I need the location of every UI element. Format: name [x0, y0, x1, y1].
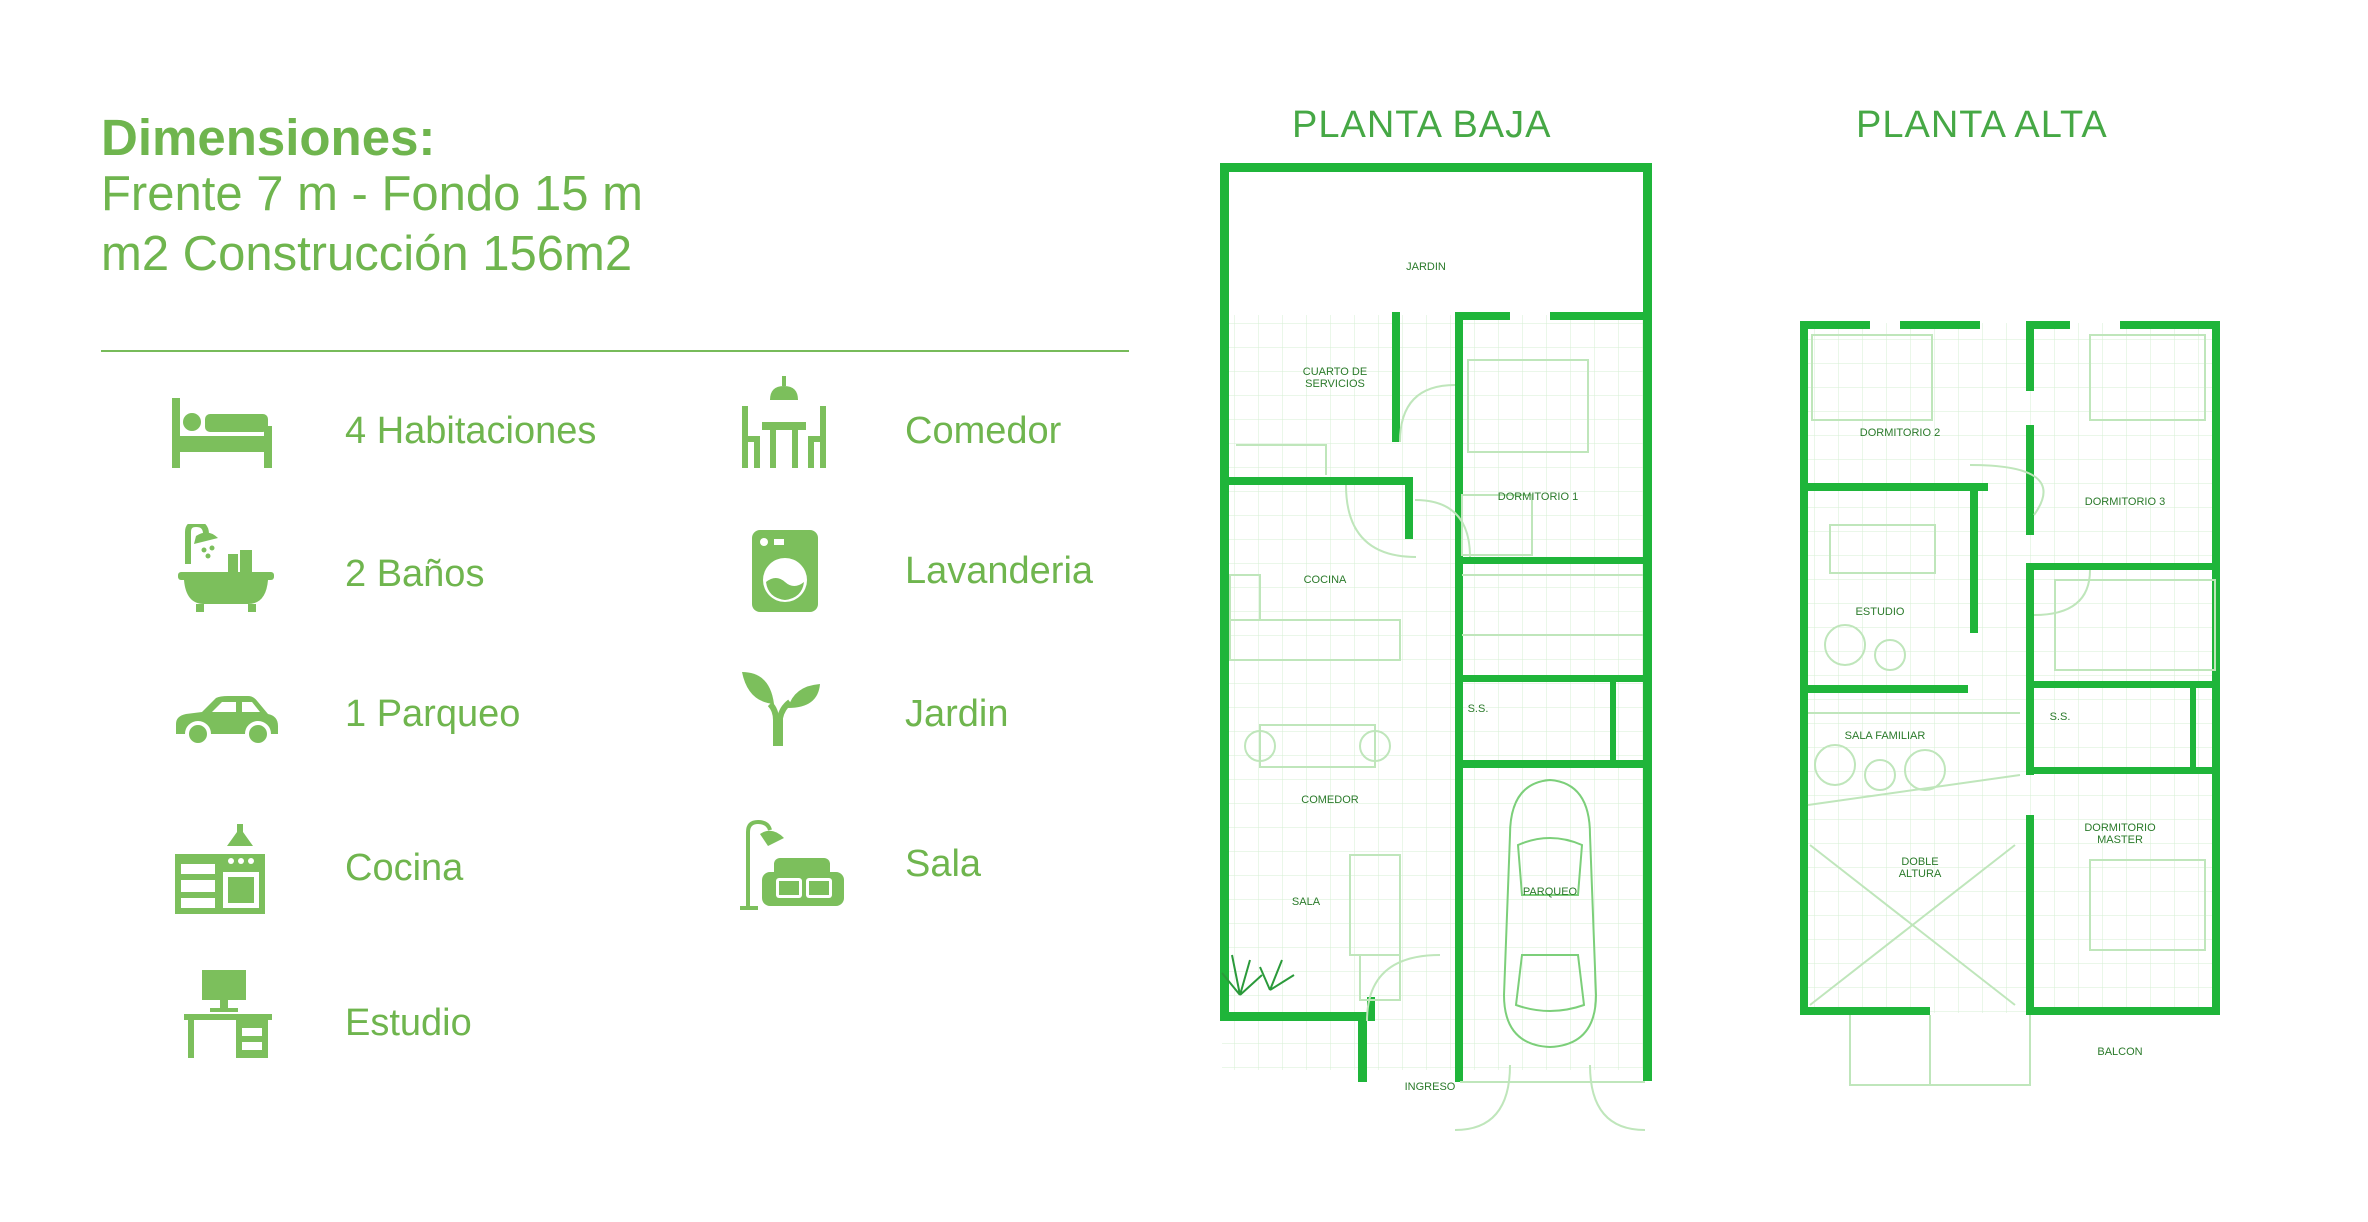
- room-dormitorio-master-line2: MASTER: [2097, 834, 2143, 846]
- plant-sprout-icon: [742, 672, 820, 746]
- feature-label: 1 Parqueo: [345, 693, 521, 735]
- dining-table-icon: [742, 376, 826, 468]
- feature-label: 2 Baños: [345, 553, 485, 595]
- feature-label: Estudio: [345, 1002, 472, 1044]
- divider: [101, 350, 1129, 352]
- bed-icon: [172, 398, 272, 468]
- room-jardin: JARDIN: [1406, 261, 1446, 273]
- feature-label: 4 Habitaciones: [345, 410, 597, 452]
- planta-baja-title: PLANTA BAJA: [1292, 104, 1552, 146]
- feature-label: Cocina: [345, 847, 464, 889]
- room-estudio: ESTUDIO: [1856, 606, 1905, 618]
- dimensions-front-back: Frente 7 m - Fondo 15 m: [101, 167, 643, 221]
- room-dormitorio-2: DORMITORIO 2: [1860, 427, 1940, 439]
- desk-computer-icon: [184, 970, 272, 1058]
- car-icon: [176, 696, 278, 746]
- kitchen-icon: [175, 824, 265, 914]
- room-cuarto-servicios-line1: CUARTO DE: [1303, 366, 1367, 378]
- room-balcon: BALCON: [2097, 1046, 2142, 1058]
- washing-machine-icon: [752, 530, 818, 612]
- room-cuarto-servicios-line2: SERVICIOS: [1305, 378, 1365, 390]
- room-dormitorio-1: DORMITORIO 1: [1498, 491, 1578, 503]
- bathtub-icon: [178, 524, 274, 612]
- feature-label: Jardin: [905, 693, 1009, 735]
- room-dormitorio-master-line1: DORMITORIO: [2084, 822, 2156, 834]
- planta-alta-plan: DORMITORIO 2 DORMITORIO 3 ESTUDIO S.S. S…: [1800, 321, 2220, 1086]
- room-dormitorio-3: DORMITORIO 3: [2085, 496, 2165, 508]
- room-doble-altura-line1: DOBLE: [1901, 856, 1938, 868]
- room-comedor: COMEDOR: [1301, 794, 1359, 806]
- feature-label: Sala: [905, 843, 982, 885]
- feature-label: Comedor: [905, 410, 1062, 452]
- room-cocina: COCINA: [1304, 574, 1347, 586]
- room-sala-familiar: SALA FAMILIAR: [1845, 730, 1926, 742]
- feature-label: Lavanderia: [905, 550, 1094, 592]
- room-ss: S.S.: [2050, 711, 2071, 723]
- sofa-lamp-icon: [740, 820, 844, 910]
- room-doble-altura-line2: ALTURA: [1899, 868, 1942, 880]
- room-parqueo: PARQUEO: [1523, 886, 1578, 898]
- planta-alta-title: PLANTA ALTA: [1856, 104, 2108, 146]
- dimensions-title: Dimensiones:: [101, 109, 436, 166]
- room-ingreso: INGRESO: [1405, 1081, 1456, 1093]
- room-ss: S.S.: [1468, 703, 1489, 715]
- dimensions-construction-area: m2 Construcción 156m2: [101, 227, 633, 281]
- planta-baja-plan: JARDIN CUARTO DE SERVICIOS DORMITORIO 1 …: [1220, 163, 1652, 1131]
- room-sala: SALA: [1292, 896, 1321, 908]
